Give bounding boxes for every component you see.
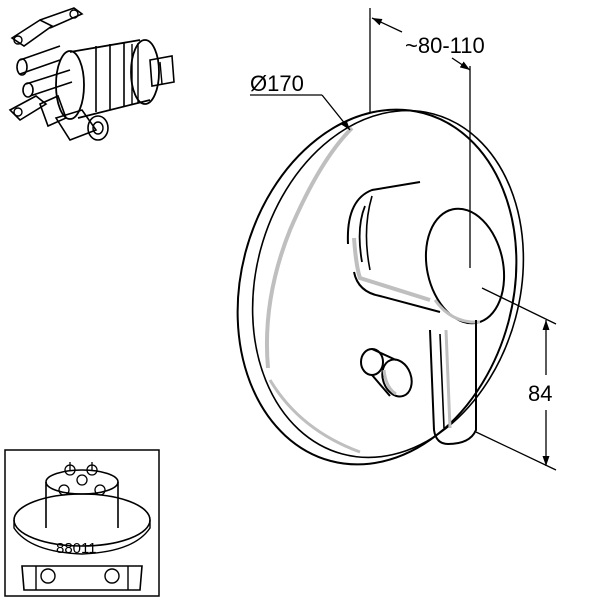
height-dimension: 84 — [475, 287, 557, 471]
part-number-label: 88011 — [56, 540, 97, 557]
diverter-knob — [360, 348, 413, 398]
mixer-handle — [346, 181, 506, 446]
height-label: 84 — [528, 381, 552, 406]
depth-dimension: ~80-110 — [369, 8, 485, 268]
depth-label: ~80-110 — [405, 33, 485, 58]
installation-unit-inset: 88011 — [4, 449, 160, 597]
diameter-dimension: Ø170 — [250, 71, 351, 131]
diameter-label: Ø170 — [250, 71, 304, 96]
rosette-plate — [236, 108, 525, 466]
rough-in-valve-illustration — [8, 7, 175, 141]
